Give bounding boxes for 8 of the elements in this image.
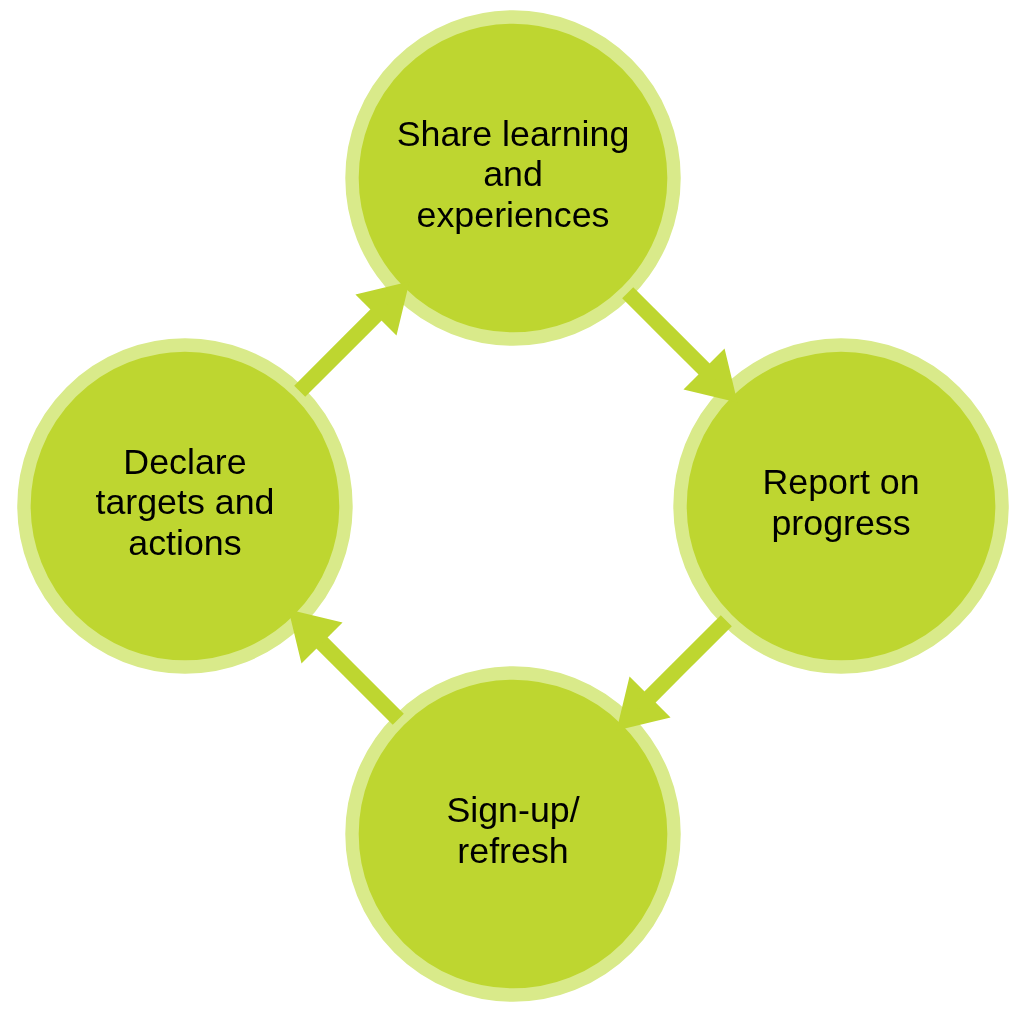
node-circle: Share learning and experiences	[345, 10, 681, 346]
arrow	[294, 281, 410, 397]
arrow	[616, 615, 732, 731]
node-circle: Declare targets and actions	[17, 338, 353, 674]
arrow	[622, 287, 738, 403]
node-circle: Sign-up/ refresh	[345, 666, 681, 1002]
node-circle: Report on progress	[673, 338, 1009, 674]
arrow	[288, 609, 404, 725]
